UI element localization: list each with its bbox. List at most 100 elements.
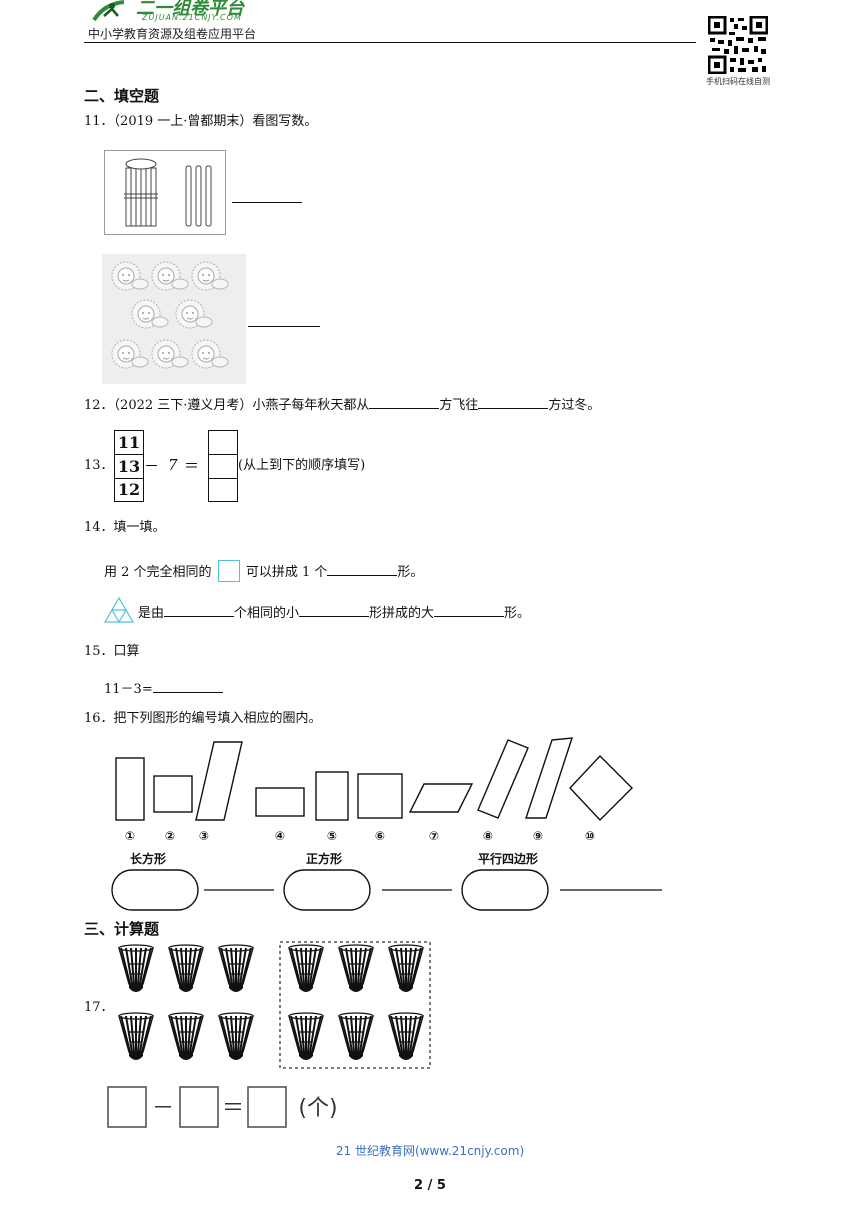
answer-boxes[interactable] [208,430,238,502]
footer-site: 21 世纪教育网(www.21cnjy.com) [335,1144,525,1158]
answer-blank[interactable] [248,314,320,327]
operand: 7 [168,456,178,474]
header: 二一组卷平台 ZUJUAN.21CNJY.COM 中小学教育资源及组卷应用平台 [84,0,696,44]
q14-line-2: 是由 个相同的小 形拼成的大 形。 [138,604,530,622]
triangle-figure-icon [103,596,135,624]
q14-line-1: 用 2 个完全相同的 可以拼成 1 个 形。 [104,560,423,582]
question-text: 方过冬。 [548,398,601,413]
page-number: 2 / 5 [414,1178,446,1193]
shape-4 [255,787,305,817]
lion-icon [151,261,189,291]
question-text: 口算 [113,644,140,659]
shuttlecock-icon [168,944,204,992]
shuttlecock-icon [218,944,254,992]
question-15: 15．口算 [84,644,140,660]
shuttlecock-icon [288,1012,324,1060]
shape-number: ③ [199,829,209,843]
number-cards: 11 13 12 [114,430,144,502]
arithmetic-expression: 11－3= [104,682,153,697]
shape-8 [477,739,529,819]
answer-blank[interactable] [152,680,223,693]
question-text: 个相同的小 [234,606,300,621]
shape-number: ⑤ [327,829,337,843]
question-12: 12．（2022 三下·遵义月考）小燕子每年秋天都从方飞往方过冬。 [84,396,600,414]
question-text: 形。 [397,565,424,580]
shape-number: ① [125,829,135,843]
answer-box [247,1086,287,1128]
equation-figure: － ＝ (个) [107,1086,338,1128]
number-card: 13 [115,455,143,479]
answer-box [179,1086,219,1128]
answer-blank[interactable] [434,604,505,617]
lion-icon [191,339,229,369]
shape-1 [115,757,145,821]
equals-sign: ＝ [222,1096,244,1121]
shape-number: ⑧ [483,829,493,843]
question-text: 用 2 个完全相同的 [104,565,212,580]
qr-caption: 手机扫码在线自测 [706,77,770,86]
question-text: 方飞往 [439,398,479,413]
answer-blank[interactable] [478,396,549,409]
category-label: 平行四边形 [478,851,538,866]
lion-icon [151,339,189,369]
unit-label: (个) [298,1096,337,1121]
shuttlecock-icon [288,944,324,992]
shape-number: ② [165,829,175,843]
shuttlecock-icon [168,1012,204,1060]
answer-blank[interactable] [369,396,440,409]
question-text: 形。 [504,606,531,621]
answer-blank[interactable] [164,604,235,617]
shuttlecock-icon [118,1012,154,1060]
lion-icon [175,299,213,329]
question-text: 可以拼成 1 个 [245,565,328,580]
shuttlecock-icon [338,1012,374,1060]
answer-box[interactable] [209,455,237,479]
logo-brand: 二一组卷平台 [136,0,244,19]
question-text: 填一填。 [113,520,166,535]
shuttlecock-icon [338,944,374,992]
question-text: 是由 [138,606,165,621]
equals-sign: ＝ [184,457,200,475]
header-rule [84,42,696,43]
category-label: 长方形 [130,851,166,866]
shape-2 [153,775,193,813]
order-note: (从上到下的顺序填写) [238,458,366,473]
shape-6 [357,773,403,819]
sticks-picture [104,150,226,235]
answer-oval [283,869,371,911]
answer-blank[interactable] [299,604,370,617]
answer-box [107,1086,147,1128]
lion-icon [111,261,149,291]
logo-runner-icon [92,0,125,22]
header-subtitle: 中小学教育资源及组卷应用平台 [88,27,257,41]
section-title: 二、填空题 [84,87,160,105]
answer-box[interactable] [209,479,237,501]
category-label: 正方形 [306,851,342,866]
minus-sign: － [152,1096,174,1121]
lion-icon [111,339,149,369]
answer-oval [461,869,549,911]
answer-blank[interactable] [232,190,302,203]
answer-blank[interactable] [327,563,398,576]
section-title: 三、计算题 [84,920,160,938]
logo-url: ZUJUAN.21CNJY.COM [142,13,242,22]
minus-sign: － [144,457,160,475]
shape-9 [525,737,573,819]
question-text: （2019 一上·曾都期末）看图写数。 [113,114,318,129]
shuttlecocks-picture [118,941,431,1069]
question-text: 把下列图形的编号填入相应的圈内。 [113,711,322,726]
shape-7 [408,783,474,813]
lion-icon [191,261,229,291]
shuttlecock-icon [388,944,424,992]
question-text: 形拼成的大 [369,606,435,621]
question-11: 11．（2019 一上·曾都期末）看图写数。 [84,114,317,130]
square-icon [217,560,240,582]
question-number: 12． [84,398,114,413]
question-number: 13． [84,458,114,473]
shape-5 [315,771,349,821]
shuttlecock-icon [218,1012,254,1060]
answer-box[interactable] [209,431,237,455]
answer-oval [111,869,199,911]
shape-3 [195,741,243,821]
shape-number: ⑦ [429,829,439,843]
